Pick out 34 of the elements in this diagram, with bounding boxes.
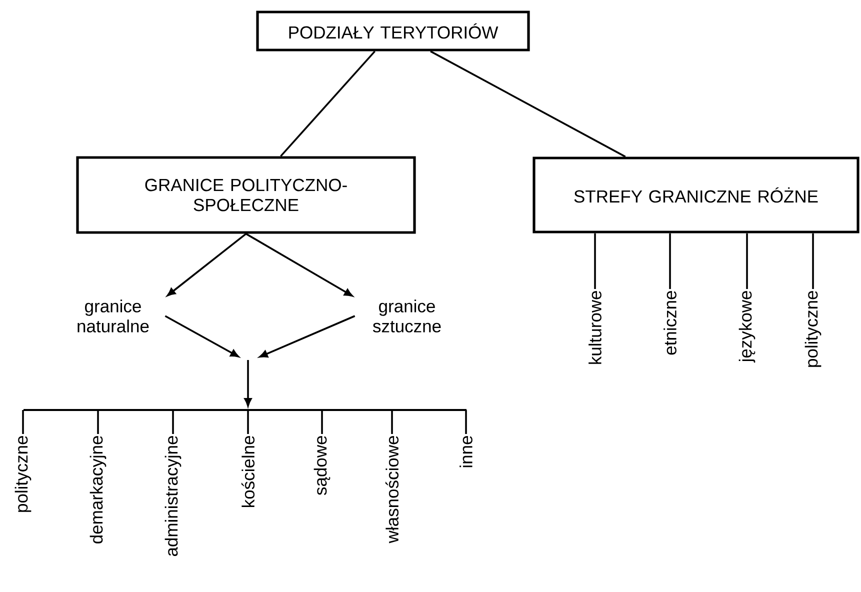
connector-line [280, 50, 376, 157]
category-label: kulturowe [588, 291, 602, 364]
category-label: polityczne [804, 291, 822, 367]
arrow [246, 233, 353, 297]
category-label: administracyjne [164, 436, 182, 556]
category-label: etniczne [664, 291, 676, 355]
arrow [164, 315, 239, 358]
category-label: granice naturalne [78, 300, 149, 332]
category-label: językowe [738, 291, 756, 363]
connector-line [22, 410, 24, 434]
connector-line [812, 233, 814, 289]
connector-line [247, 410, 249, 434]
category-label: polityczne [14, 436, 32, 512]
category-label: kościelne [241, 436, 255, 507]
category-label: granice sztuczne [372, 300, 441, 332]
connector-line [430, 50, 626, 158]
category-box: PODZIAŁY TERYTORIÓW [256, 10, 530, 52]
arrow [166, 233, 247, 296]
category-label: sądowe [314, 436, 330, 496]
arrow [259, 315, 356, 358]
category-box: STREFY GRANICZNE RÓŻNE [532, 156, 860, 234]
arrow [244, 360, 252, 406]
connector-line [391, 410, 393, 434]
category-label: własnościowe [385, 436, 399, 544]
category-label: inne [460, 436, 472, 468]
connector-line [669, 233, 671, 289]
category-label: demarkacyjne [90, 436, 106, 544]
category-box: GRANICE POLITYCZNO-SPOŁECZNE [76, 156, 416, 234]
connector-line [594, 233, 596, 289]
connector-line [172, 410, 174, 434]
connector-line [465, 410, 467, 434]
connector-line [97, 410, 99, 434]
connector-line [321, 410, 323, 434]
connector-line [746, 233, 748, 289]
